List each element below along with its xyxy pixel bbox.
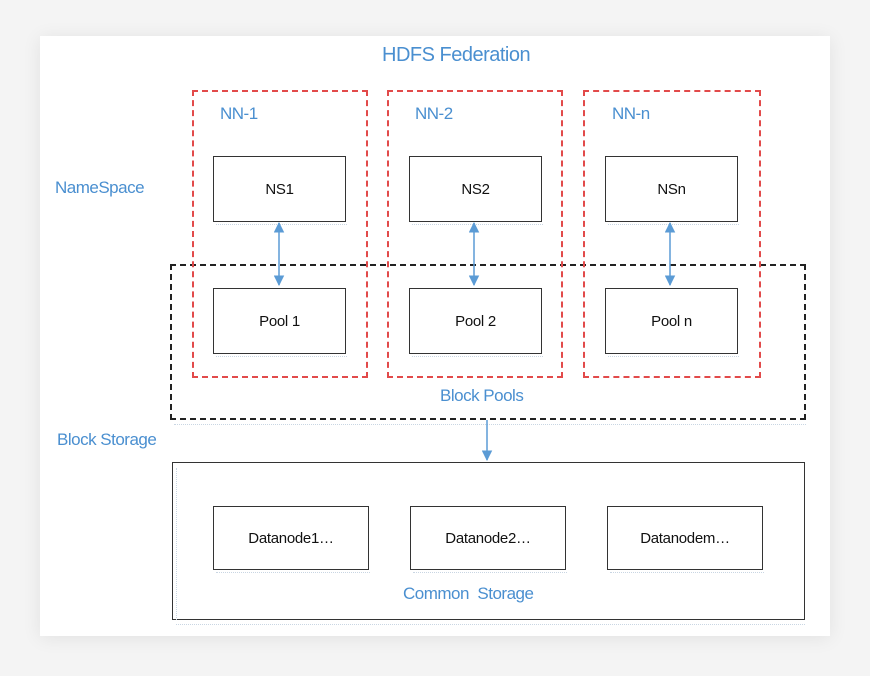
block-pools-label: Block Pools — [440, 386, 524, 405]
pool-box-n: Pool n — [605, 288, 739, 357]
namespace-label: NameSpace — [55, 178, 145, 197]
namenode-group-2 — [387, 90, 563, 378]
namenode-label-2: NN-2 — [415, 104, 453, 123]
namespace-box-label: NS2 — [461, 180, 490, 198]
namespace-box-2: NS2 — [409, 156, 543, 225]
datanode-label: Datanodem… — [640, 529, 730, 547]
datanode-box-m: Datanodem… — [607, 506, 764, 573]
pool-box-label: Pool 2 — [455, 312, 496, 330]
datanode-box-2: Datanode2… — [410, 506, 567, 573]
namespace-box-1: NS1 — [213, 156, 347, 225]
namenode-group-n — [583, 90, 761, 378]
pool-box-label: Pool 1 — [259, 312, 300, 330]
pool-box-2: Pool 2 — [409, 288, 543, 357]
datanode-label: Datanode2… — [445, 529, 531, 547]
namespace-box-label: NSn — [657, 180, 686, 198]
datanode-box-1: Datanode1… — [213, 506, 370, 573]
block-pools-frame — [170, 264, 806, 420]
diagram-title: HDFS Federation — [382, 44, 531, 66]
datanode-label: Datanode1… — [248, 529, 334, 547]
pool-box-label: Pool n — [651, 312, 692, 330]
namenode-group-1 — [192, 90, 368, 378]
common-storage-label: Common Storage — [403, 584, 534, 603]
common-storage-frame-dotted-edge — [176, 624, 805, 625]
pool-box-1: Pool 1 — [213, 288, 347, 357]
common-storage-frame-dotted-edge — [176, 468, 177, 620]
namespace-box-label: NS1 — [265, 180, 294, 198]
common-storage-frame — [172, 462, 805, 620]
block-pools-frame-dotted-edge — [174, 424, 806, 425]
namespace-box-n: NSn — [605, 156, 739, 225]
block-storage-label: Block Storage — [57, 430, 157, 449]
namenode-label-1: NN-1 — [220, 104, 258, 123]
namenode-label-n: NN-n — [612, 104, 650, 123]
